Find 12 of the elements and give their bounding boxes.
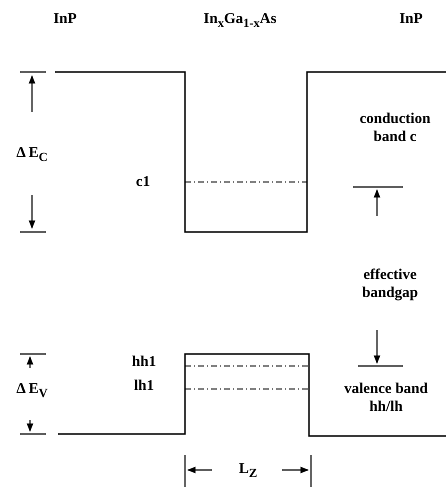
- band-label: valence band hh/lh: [343, 380, 429, 416]
- material-label: InP: [52, 10, 78, 28]
- dimension-label: L$_{Z}$: [238, 460, 258, 482]
- material-label: In$_{x}$Ga$_{1-x}$As: [202, 10, 278, 32]
- band-label: effective bandgap: [361, 266, 419, 302]
- dimension-label: Δ E$_{C}$: [15, 144, 49, 166]
- band-label: conduction band c: [358, 110, 432, 146]
- material-label: InP: [398, 10, 424, 28]
- energy-level-label: c1: [134, 173, 152, 191]
- dimension-label: Δ E$_{V}$: [15, 380, 49, 402]
- energy-level-label: lh1: [132, 377, 155, 395]
- energy-level-label: hh1: [130, 353, 158, 371]
